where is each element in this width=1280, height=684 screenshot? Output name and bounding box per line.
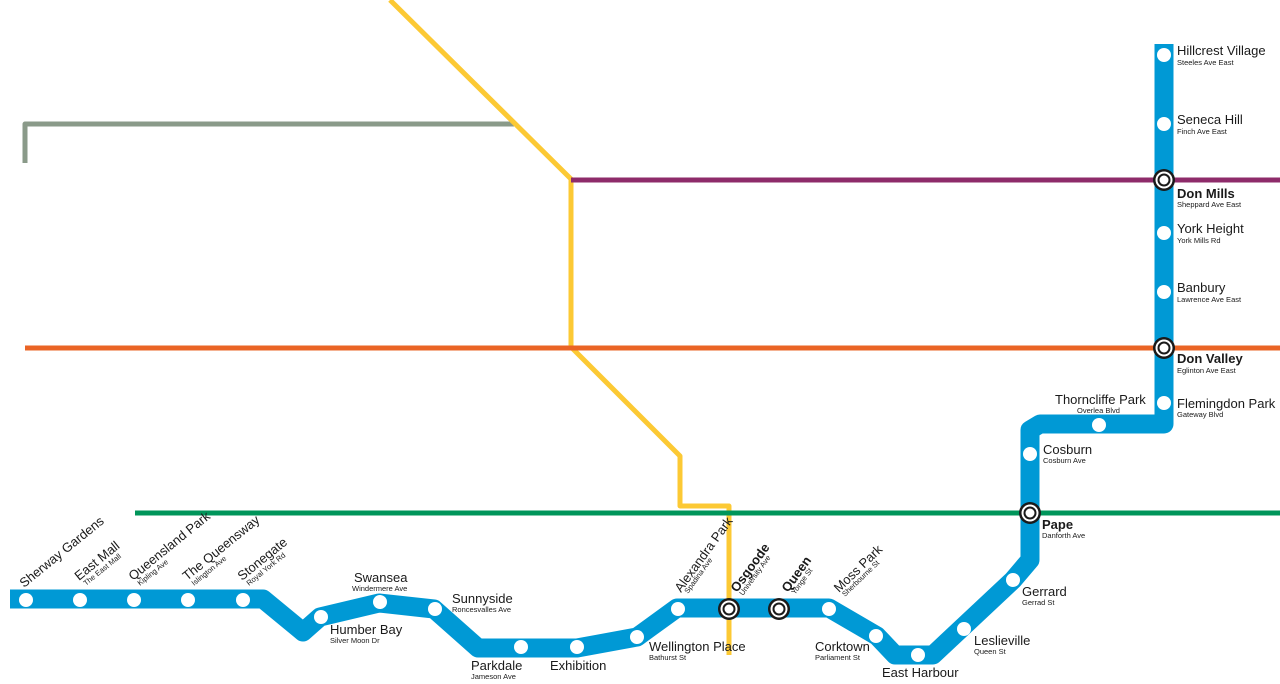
station-sunnyside[interactable]: Sunnyside Roncesvalles Ave — [428, 591, 513, 616]
station-name: East Harbour — [882, 665, 959, 680]
station-name: Swansea — [354, 570, 408, 585]
station-street: Bathurst St — [649, 653, 687, 662]
station-gerrard[interactable]: Gerrard Gerrad St — [1006, 573, 1067, 607]
station-name: Leslieville — [974, 633, 1030, 648]
station-name: York Height — [1177, 221, 1244, 236]
station-name: Hillcrest Village — [1177, 43, 1266, 58]
station-pape[interactable]: Pape Danforth Ave — [1019, 502, 1085, 540]
station-street: Queen St — [974, 647, 1007, 656]
grey-line — [22, 121, 514, 163]
station-name: Corktown — [815, 639, 870, 654]
station-street: Eglinton Ave East — [1177, 366, 1237, 375]
station-york-height[interactable]: York Height York Mills Rd — [1157, 221, 1244, 245]
station-name: Flemingdon Park — [1177, 396, 1276, 411]
station-seneca-hill[interactable]: Seneca Hill Finch Ave East — [1157, 112, 1243, 136]
station-name: Don Mills — [1177, 186, 1235, 201]
station-street: York Mills Rd — [1177, 236, 1220, 245]
station-street: Sheppard Ave East — [1177, 200, 1242, 209]
station-street: Gerrad St — [1022, 598, 1055, 607]
station-name: Thorncliffe Park — [1055, 392, 1146, 407]
station-street: Finch Ave East — [1177, 127, 1228, 136]
station-east-harbour[interactable]: East Harbour — [882, 648, 959, 680]
station-leslieville[interactable]: Leslieville Queen St — [957, 622, 1030, 656]
station-don-valley[interactable]: Don Valley Eglinton Ave East — [1153, 337, 1244, 375]
station-street: Silver Moon Dr — [330, 636, 380, 645]
station-name: Seneca Hill — [1177, 112, 1243, 127]
station-street: Steeles Ave East — [1177, 58, 1234, 67]
station-don-mills[interactable]: Don Mills Sheppard Ave East — [1153, 169, 1242, 209]
station-street: Overlea Blvd — [1077, 406, 1120, 415]
station-street: Gateway Blvd — [1177, 410, 1223, 419]
station-parkdale[interactable]: Parkdale Jameson Ave — [471, 640, 528, 681]
station-street: Roncesvalles Ave — [452, 605, 511, 614]
station-street: Danforth Ave — [1042, 531, 1085, 540]
station-exhibition[interactable]: Exhibition — [550, 640, 606, 673]
station-humber-bay[interactable]: Humber Bay Silver Moon Dr — [314, 610, 403, 645]
station-cosburn[interactable]: Cosburn Cosburn Ave — [1023, 442, 1092, 465]
station-swansea[interactable]: Swansea Windermere Ave — [352, 570, 408, 609]
station-name: Wellington Place — [649, 639, 746, 654]
station-thorncliffe-park[interactable]: Thorncliffe Park Overlea Blvd — [1055, 392, 1146, 432]
station-name: Sunnyside — [452, 591, 513, 606]
station-name: Exhibition — [550, 658, 606, 673]
station-street: Cosburn Ave — [1043, 456, 1086, 465]
station-name: Banbury — [1177, 280, 1226, 295]
station-name: Don Valley — [1177, 351, 1244, 366]
station-street: Windermere Ave — [352, 584, 407, 593]
station-hillcrest-village[interactable]: Hillcrest Village Steeles Ave East — [1157, 43, 1266, 67]
station-corktown[interactable]: Corktown Parliament St — [815, 629, 883, 662]
station-flemingdon-park[interactable]: Flemingdon Park Gateway Blvd — [1157, 396, 1276, 419]
station-name: Alexandra Park — [671, 514, 736, 595]
station-name: Pape — [1042, 517, 1073, 532]
station-name: Gerrard — [1022, 584, 1067, 599]
station-street: Lawrence Ave East — [1177, 295, 1242, 304]
station-banbury[interactable]: Banbury Lawrence Ave East — [1157, 280, 1242, 304]
station-moss-park[interactable]: Moss Park Sherbourne St — [822, 541, 886, 616]
station-name: Parkdale — [471, 658, 522, 673]
station-name: Humber Bay — [330, 622, 403, 637]
station-street: Jameson Ave — [471, 672, 516, 681]
yellow-line-west-branch — [388, 0, 732, 655]
station-wellington-place[interactable]: Wellington Place Bathurst St — [630, 630, 746, 662]
station-street: Parliament St — [815, 653, 861, 662]
station-name: Cosburn — [1043, 442, 1092, 457]
